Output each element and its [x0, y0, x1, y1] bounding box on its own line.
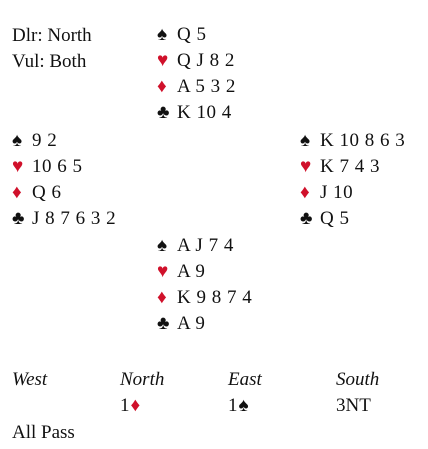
- club-icon: ♣: [12, 208, 25, 229]
- bid-level: 1: [228, 395, 238, 416]
- bid-east-1: 1♠: [228, 394, 249, 418]
- east-clubs-row: ♣ Q 5: [300, 206, 405, 232]
- west-diamonds-row: ♦ Q 6: [12, 180, 116, 206]
- east-diamonds-row: ♦ J 10: [300, 180, 405, 206]
- bid-south-1: 3NT: [336, 395, 371, 416]
- bid-level: 1: [120, 395, 130, 416]
- auction-header-west: West: [12, 369, 48, 390]
- east-spades-row: ♠ K 10 8 6 3: [300, 128, 405, 154]
- west-clubs: J 8 7 6 3 2: [32, 208, 117, 229]
- spade-icon: ♠: [157, 24, 168, 45]
- bid-west-2: All Pass: [12, 422, 75, 443]
- north-spades: Q 5: [177, 24, 207, 45]
- club-icon: ♣: [157, 313, 170, 334]
- north-hearts-row: ♥ Q J 8 2: [157, 48, 236, 74]
- heart-icon: ♥: [12, 156, 24, 177]
- diamond-icon: ♦: [300, 182, 310, 203]
- west-clubs-row: ♣ J 8 7 6 3 2: [12, 206, 116, 232]
- club-icon: ♣: [300, 208, 313, 229]
- dealer-label: Dlr: North: [12, 25, 92, 46]
- heart-icon: ♥: [300, 156, 312, 177]
- south-diamonds: K 9 8 7 4: [177, 287, 253, 308]
- east-hearts: K 7 4 3: [320, 156, 380, 177]
- north-diamonds: A 5 3 2: [177, 76, 236, 97]
- spade-icon: ♠: [12, 130, 23, 151]
- heart-icon: ♥: [157, 50, 169, 71]
- south-hearts-row: ♥ A 9: [157, 259, 252, 285]
- auction-header-east: East: [228, 369, 262, 390]
- south-diamonds-row: ♦ K 9 8 7 4: [157, 285, 252, 311]
- north-hand: ♠ Q 5 ♥ Q J 8 2 ♦ A 5 3 2 ♣ K 10 4: [157, 22, 236, 126]
- spade-icon: ♠: [157, 235, 168, 256]
- diamond-icon: ♦: [130, 395, 141, 416]
- south-hand: ♠ A J 7 4 ♥ A 9 ♦ K 9 8 7 4 ♣ A 9: [157, 233, 252, 337]
- east-clubs: Q 5: [320, 208, 350, 229]
- north-spades-row: ♠ Q 5: [157, 22, 236, 48]
- west-hearts-row: ♥ 10 6 5: [12, 154, 116, 180]
- west-spades-row: ♠ 9 2: [12, 128, 116, 154]
- west-diamonds: Q 6: [32, 182, 62, 203]
- spade-icon: ♠: [238, 395, 249, 416]
- bid-north-1: 1♦: [120, 394, 140, 418]
- heart-icon: ♥: [157, 261, 169, 282]
- south-clubs: A 9: [177, 313, 206, 334]
- south-spades-row: ♠ A J 7 4: [157, 233, 252, 259]
- auction-header-north: North: [120, 369, 165, 390]
- east-hand: ♠ K 10 8 6 3 ♥ K 7 4 3 ♦ J 10 ♣ Q 5: [300, 128, 405, 232]
- diamond-icon: ♦: [157, 287, 167, 308]
- west-hearts: 10 6 5: [32, 156, 83, 177]
- west-spades: 9 2: [32, 130, 58, 151]
- east-diamonds: J 10: [320, 182, 354, 203]
- south-clubs-row: ♣ A 9: [157, 311, 252, 337]
- auction-header-south: South: [336, 369, 380, 390]
- vulnerability-label: Vul: Both: [12, 51, 87, 72]
- west-hand: ♠ 9 2 ♥ 10 6 5 ♦ Q 6 ♣ J 8 7 6 3 2: [12, 128, 116, 232]
- club-icon: ♣: [157, 102, 170, 123]
- diamond-icon: ♦: [157, 76, 167, 97]
- north-diamonds-row: ♦ A 5 3 2: [157, 74, 236, 100]
- north-hearts: Q J 8 2: [177, 50, 235, 71]
- east-hearts-row: ♥ K 7 4 3: [300, 154, 405, 180]
- north-clubs-row: ♣ K 10 4: [157, 100, 236, 126]
- north-clubs: K 10 4: [177, 102, 232, 123]
- spade-icon: ♠: [300, 130, 311, 151]
- east-spades: K 10 8 6 3: [320, 130, 406, 151]
- diamond-icon: ♦: [12, 182, 22, 203]
- south-spades: A J 7 4: [177, 235, 234, 256]
- south-hearts: A 9: [177, 261, 206, 282]
